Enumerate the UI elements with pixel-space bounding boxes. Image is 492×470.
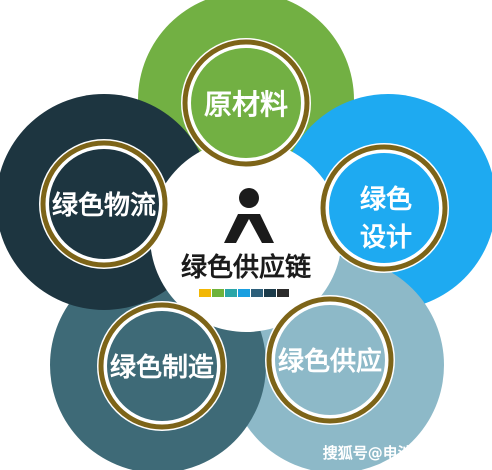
color-bar-segment bbox=[238, 289, 250, 297]
color-bar-segment bbox=[264, 289, 276, 297]
node-green-manufacturing: 绿色制造 bbox=[97, 301, 227, 431]
node-green-supply: 绿色供应 bbox=[265, 295, 395, 425]
color-bar-segment bbox=[199, 289, 211, 297]
node-label-green-design-line1: 绿色 bbox=[360, 184, 412, 215]
person-icon bbox=[224, 188, 274, 243]
node-label-green-supply: 绿色供应 bbox=[278, 346, 382, 377]
watermark-text: 搜狐号@电池联盟cbcu bbox=[323, 444, 482, 462]
color-bar-segment bbox=[212, 289, 224, 297]
center-hub bbox=[150, 140, 342, 332]
center-title: 绿色供应链 bbox=[181, 252, 311, 283]
center-color-bar bbox=[199, 289, 289, 297]
node-layer: 原材料 绿色 设计 绿色供应 绿色制造 bbox=[39, 38, 449, 431]
color-bar-segment bbox=[277, 289, 289, 297]
color-bar-segment bbox=[225, 289, 237, 297]
node-green-design: 绿色 设计 bbox=[319, 143, 449, 273]
node-label-green-logistics: 绿色物流 bbox=[52, 190, 156, 221]
node-raw-materials: 原材料 bbox=[181, 38, 311, 168]
node-label-green-manufacturing: 绿色制造 bbox=[110, 352, 214, 383]
node-label-green-design-line2: 设计 bbox=[360, 223, 412, 253]
node-label-raw-materials: 原材料 bbox=[204, 88, 288, 121]
node-green-logistics: 绿色物流 bbox=[39, 139, 169, 269]
color-bar-segment bbox=[251, 289, 263, 297]
